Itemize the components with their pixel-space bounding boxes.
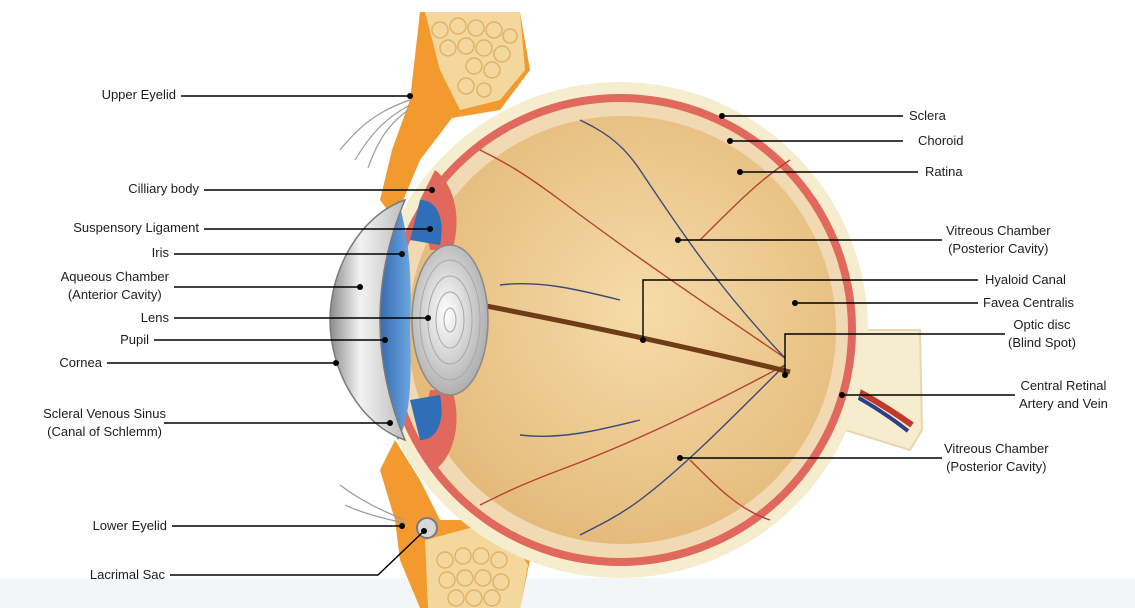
- label-ciliary-body: Cilliary body: [128, 180, 199, 198]
- label-suspensory-ligament: Suspensory Ligament: [73, 219, 199, 237]
- label-iris: Iris: [152, 244, 169, 262]
- label-aqueous-chamber-title: Aqueous Chamber: [61, 268, 169, 286]
- label-upper-eyelid: Upper Eyelid: [102, 86, 176, 104]
- label-vitreous-lower-sub: (Posterior Cavity): [944, 458, 1049, 476]
- label-lacrimal-sac: Lacrimal Sac: [90, 566, 165, 584]
- label-vitreous-upper: Vitreous Chamber (Posterior Cavity): [946, 222, 1051, 258]
- label-aqueous-chamber-sub: (Anterior Cavity): [61, 286, 169, 304]
- label-retina: Ratina: [925, 163, 963, 181]
- label-scleral-venous-sinus-sub: (Canal of Schlemm): [43, 423, 166, 441]
- label-vitreous-lower: Vitreous Chamber (Posterior Cavity): [944, 440, 1049, 476]
- label-cornea: Cornea: [59, 354, 102, 372]
- label-optic-disc-sub: (Blind Spot): [1008, 334, 1076, 352]
- label-central-retinal-sub: Artery and Vein: [1019, 395, 1108, 413]
- label-lower-eyelid: Lower Eyelid: [93, 517, 167, 535]
- label-central-retinal: Central Retinal Artery and Vein: [1019, 377, 1108, 413]
- label-central-retinal-title: Central Retinal: [1019, 377, 1108, 395]
- label-aqueous-chamber: Aqueous Chamber (Anterior Cavity): [61, 268, 169, 304]
- label-vitreous-upper-title: Vitreous Chamber: [946, 222, 1051, 240]
- label-fovea-centralis: Favea Centralis: [983, 294, 1074, 312]
- label-scleral-venous-sinus-title: Scleral Venous Sinus: [43, 405, 166, 423]
- label-vitreous-upper-sub: (Posterior Cavity): [946, 240, 1051, 258]
- label-sclera: Sclera: [909, 107, 946, 125]
- label-hyaloid-canal: Hyaloid Canal: [985, 271, 1066, 289]
- label-pupil: Pupil: [120, 331, 149, 349]
- label-lens: Lens: [141, 309, 169, 327]
- label-optic-disc-title: Optic disc: [1008, 316, 1076, 334]
- label-choroid: Choroid: [918, 132, 964, 150]
- label-vitreous-lower-title: Vitreous Chamber: [944, 440, 1049, 458]
- label-optic-disc: Optic disc (Blind Spot): [1008, 316, 1076, 352]
- lens: [412, 245, 488, 395]
- label-scleral-venous-sinus: Scleral Venous Sinus (Canal of Schlemm): [43, 405, 166, 441]
